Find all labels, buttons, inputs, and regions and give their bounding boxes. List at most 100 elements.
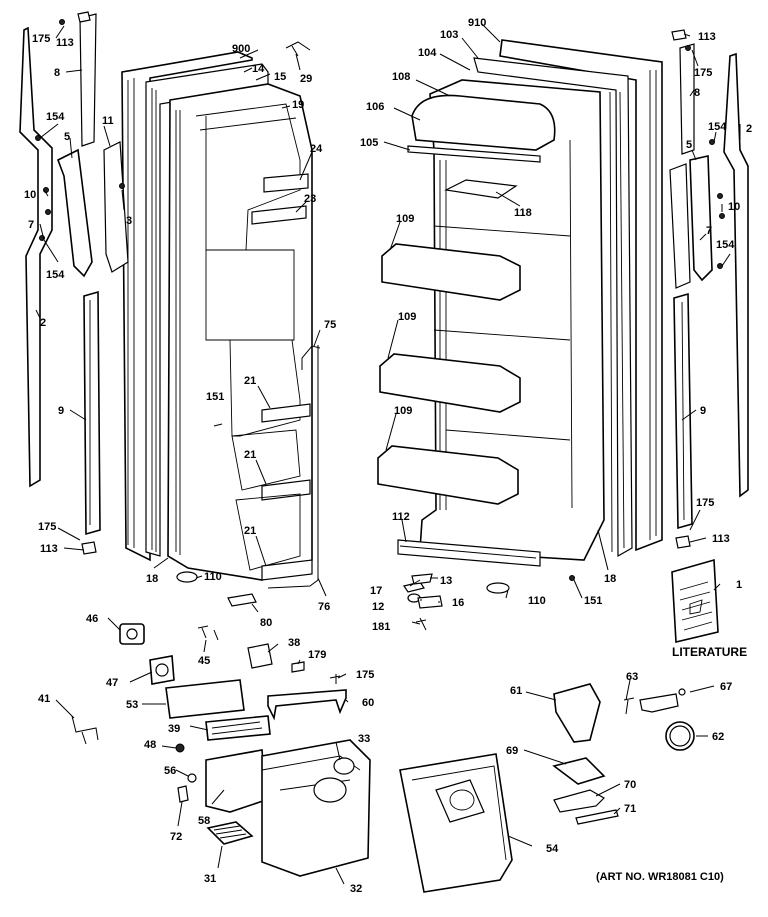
tray-31 [206,821,254,845]
callout-3: 3 [126,215,132,227]
cap-113-left-top [77,11,91,23]
cap-113-right-top [671,29,687,41]
freezer-door-shelf-21c [261,559,313,581]
callout-175: 175 [38,521,56,533]
callout-2: 2 [746,123,752,135]
callout-41: 41 [38,693,50,705]
part-72 [177,785,189,803]
callout-39: 39 [168,723,180,735]
part-69 [552,757,606,785]
door-trim-2-left [19,26,53,488]
fresh-food-door-outer-panel [499,39,663,552]
chute-61 [553,683,601,743]
callout-58: 58 [198,815,210,827]
trim-bracket-8-right [679,43,695,155]
callout-46: 46 [86,613,98,625]
callout-5: 5 [686,139,692,151]
callout-47: 47 [106,677,118,689]
callout-38: 38 [288,637,300,649]
tube-clip-75 [301,345,321,370]
door-bin-109-top [381,243,521,301]
handle-5-right [689,155,713,282]
callout-154: 154 [46,111,65,123]
callout-175: 175 [356,669,374,681]
callout-181: 181 [372,621,390,633]
callout-109: 109 [396,213,414,225]
callout-70: 70 [624,779,636,791]
callout-11: 11 [102,115,114,127]
callout-31: 31 [204,873,216,885]
part-175-dispenser [329,674,341,684]
callout-118: 118 [514,207,532,219]
callout-175: 175 [694,67,712,79]
housing-58 [205,749,267,813]
callout-72: 72 [170,831,182,843]
callout-109: 109 [398,311,416,323]
callout-154: 154 [46,269,65,281]
callout-14: 14 [252,63,265,75]
callout-154: 154 [716,239,735,251]
callout-80: 80 [260,617,272,629]
cap-113-left-bottom [81,541,97,555]
freezer-door-shelf-21a [261,403,311,423]
freezer-door-shelf-24 [263,173,309,193]
callout-109: 109 [394,405,412,417]
freezer-door-assembly [121,41,321,607]
right-trim-parts [569,29,749,581]
callout-48: 48 [144,739,156,751]
callout-105: 105 [360,137,378,149]
callout-10: 10 [24,189,36,201]
switch-38 [247,643,273,669]
trim-112 [397,539,541,567]
literature-label: LITERATURE [672,645,747,659]
part-56 [187,773,197,783]
board-39 [205,715,271,741]
part-70 [553,789,605,813]
callout-21: 21 [244,375,256,387]
callout-67: 67 [720,681,732,693]
callout-32: 32 [350,883,362,895]
callout-8: 8 [54,67,60,79]
callout-69: 69 [506,745,518,757]
callout-5: 5 [64,131,70,143]
callout-7: 7 [28,219,34,231]
screw-181 [415,617,427,631]
art-number-label: (ART NO. WR18081 C10) [596,871,724,883]
callout-900: 900 [232,43,250,55]
trim-9-left [83,290,101,536]
panel-53 [165,679,245,719]
callout-29: 29 [300,73,312,85]
callout-151: 151 [206,391,224,403]
callout-175: 175 [696,497,714,509]
callout-108: 108 [392,71,410,83]
callout-10: 10 [728,201,740,213]
dispenser-cover-54 [399,753,513,893]
fresh-food-door-assembly [377,39,663,594]
leader-lines [35,23,741,885]
callout-113: 113 [712,533,730,545]
trim-bracket-8-left [79,13,97,147]
freezer-door-liner [167,83,313,581]
part-179 [291,661,305,673]
part-41 [71,715,99,745]
callout-54: 54 [546,843,559,855]
callout-112: 112 [392,511,410,523]
handle-bracket-11 [103,141,129,273]
part-16 [417,595,443,609]
callout-62: 62 [712,731,724,743]
dairy-compartment-106 [411,94,556,151]
callout-113: 113 [56,37,74,49]
callout-9: 9 [58,405,64,417]
part-48 [175,743,185,753]
callout-12: 12 [372,601,384,613]
callout-21: 21 [244,449,256,461]
callout-7: 7 [706,225,712,237]
callout-24: 24 [310,143,323,155]
callout-910: 910 [468,17,486,29]
callout-179: 179 [308,649,326,661]
callout-76: 76 [318,601,330,613]
part-80 [227,593,257,607]
callout-56: 56 [164,765,176,777]
handle-5-left [56,148,93,278]
callout-113: 113 [698,31,716,43]
